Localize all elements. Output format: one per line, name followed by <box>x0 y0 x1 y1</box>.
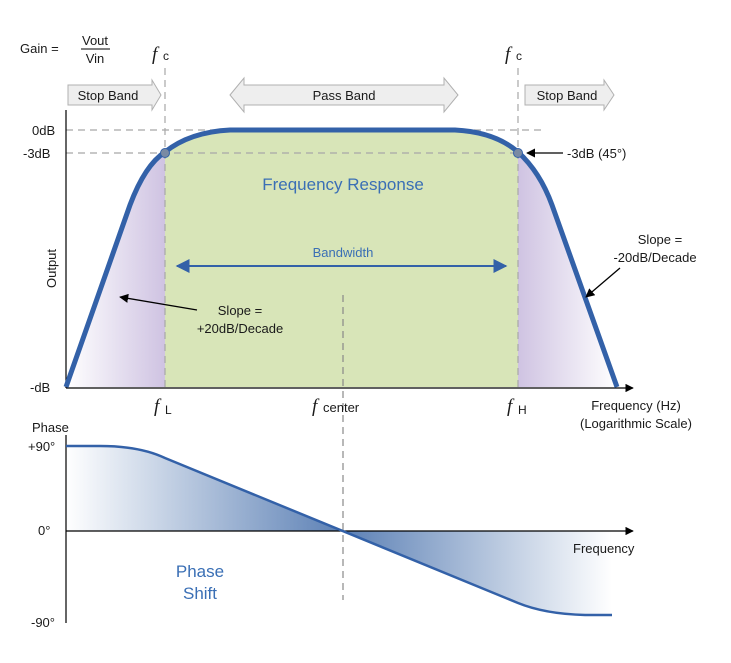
phase-negative-fill <box>343 531 612 615</box>
stop-band-left-arrow <box>67 78 162 112</box>
x-axis-label-line2: (Logarithmic Scale) <box>580 416 692 431</box>
slope-right-pointer <box>585 267 621 298</box>
db3-label: -3dB <box>23 146 50 161</box>
phase-minus90-label: -90° <box>31 615 55 630</box>
pass-band-label: Pass Band <box>313 88 376 103</box>
gain-numerator: Vout <box>82 33 108 48</box>
minus3db-point-right <box>513 148 523 158</box>
frequency-response-title: Frequency Response <box>262 175 424 194</box>
x-axis-label-line1: Frequency (Hz) <box>591 398 681 413</box>
gain-prefix: Gain = <box>20 41 59 56</box>
minus3db-note: -3dB (45°) <box>567 146 626 161</box>
phase-shift-line1: Phase <box>176 562 224 581</box>
phase-title: Phase <box>32 420 69 435</box>
fc-left-label: f c <box>152 44 169 65</box>
fc-right-sub: c <box>516 49 522 63</box>
slope-left-line2: +20dB/Decade <box>197 321 283 336</box>
gain-formula: Gain = Vout Vin <box>20 33 110 66</box>
stop-band-right-label: Stop Band <box>537 88 598 103</box>
fl-label: f L <box>154 396 172 417</box>
fh-sub: H <box>518 403 527 417</box>
output-axis-label: Output <box>44 249 59 288</box>
stop-band-left-fill <box>66 152 165 387</box>
phase-plot <box>65 435 634 623</box>
fl-symbol: f <box>154 396 162 417</box>
slope-left-pointer <box>119 293 198 311</box>
minus3db-point-left <box>160 148 170 158</box>
pass-band-fill <box>165 130 518 387</box>
fl-sub: L <box>165 403 172 417</box>
fh-symbol: f <box>507 396 515 417</box>
fc-left-sub: c <box>163 49 169 63</box>
phase-x-label: Frequency <box>573 541 635 556</box>
stop-band-left-label: Stop Band <box>78 88 139 103</box>
band-arrows: Stop Band Pass Band Stop Band <box>67 76 615 114</box>
slope-right-line1: Slope = <box>638 232 682 247</box>
phase-plus90-label: +90° <box>28 439 55 454</box>
fcenter-label: f center <box>312 396 360 417</box>
fc-left-symbol: f <box>152 44 160 65</box>
dbmin-label: -dB <box>30 380 50 395</box>
frequency-response-curve <box>63 127 620 388</box>
phase-shift-line2: Shift <box>183 584 217 603</box>
phase-zero-label: 0° <box>38 523 50 538</box>
pass-band-arrow <box>229 76 459 114</box>
amplitude-plot <box>63 68 634 600</box>
fc-right-symbol: f <box>505 44 513 65</box>
fcenter-sub: center <box>323 400 360 415</box>
fcenter-symbol: f <box>312 396 320 417</box>
slope-right-line2: -20dB/Decade <box>613 250 696 265</box>
phase-positive-fill <box>66 446 343 531</box>
db0-label: 0dB <box>32 123 55 138</box>
gain-denominator: Vin <box>86 51 105 66</box>
stop-band-right-fill <box>518 152 617 387</box>
phase-curve <box>66 444 612 617</box>
stop-band-right-arrow <box>524 78 615 112</box>
fc-right-label: f c <box>505 44 522 65</box>
slope-left-line1: Slope = <box>218 303 262 318</box>
fh-label: f H <box>507 396 527 417</box>
bandwidth-label: Bandwidth <box>313 245 374 260</box>
